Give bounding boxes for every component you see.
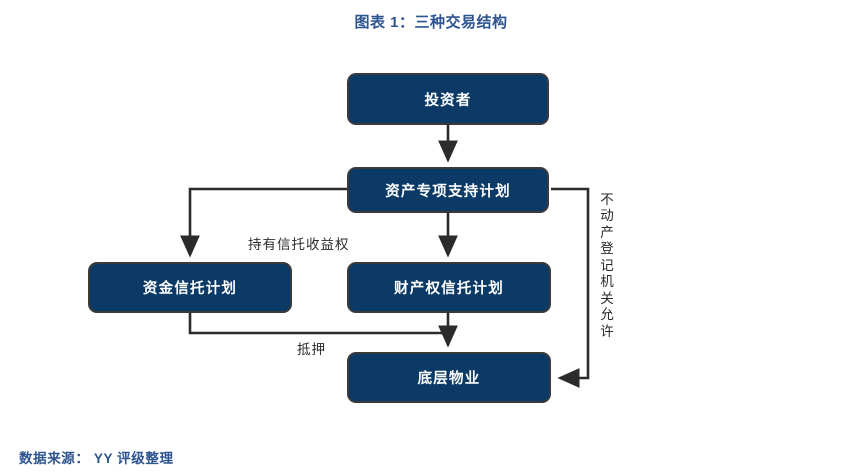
edge-label-hold-trust-beneficiary: 持有信托收益权 [248,237,350,252]
edge-abs-plan-to-underlying-registry [551,187,590,388]
edge-label-mortgage: 抵押 [297,342,326,357]
edge-abs-plan-to-fund-trust [180,187,347,258]
source-note: 数据来源： YY 评级整理 [19,451,174,466]
node-abs-plan-label: 资产专项支持计划 [385,183,511,200]
node-investor[interactable]: 投资者 [347,73,549,125]
node-investor-label: 投资者 [424,92,472,109]
node-fund-trust[interactable]: 资金信托计划 [88,262,292,313]
node-property-trust-label: 财产权信托计划 [394,281,504,297]
node-fund-trust-label: 资金信托计划 [142,281,238,297]
node-underlying-property[interactable]: 底层物业 [347,352,551,403]
node-underlying-property-label: 底层物业 [417,371,481,387]
edge-label-registry-permission: 不动产登记机关允许 [600,192,614,339]
page-title: 图表 1：三种交易结构 [354,14,508,31]
node-property-trust[interactable]: 财产权信托计划 [347,262,551,313]
edge-fund-trust-to-underlying-mortgage [188,313,448,335]
node-abs-plan[interactable]: 资产专项支持计划 [347,167,549,213]
